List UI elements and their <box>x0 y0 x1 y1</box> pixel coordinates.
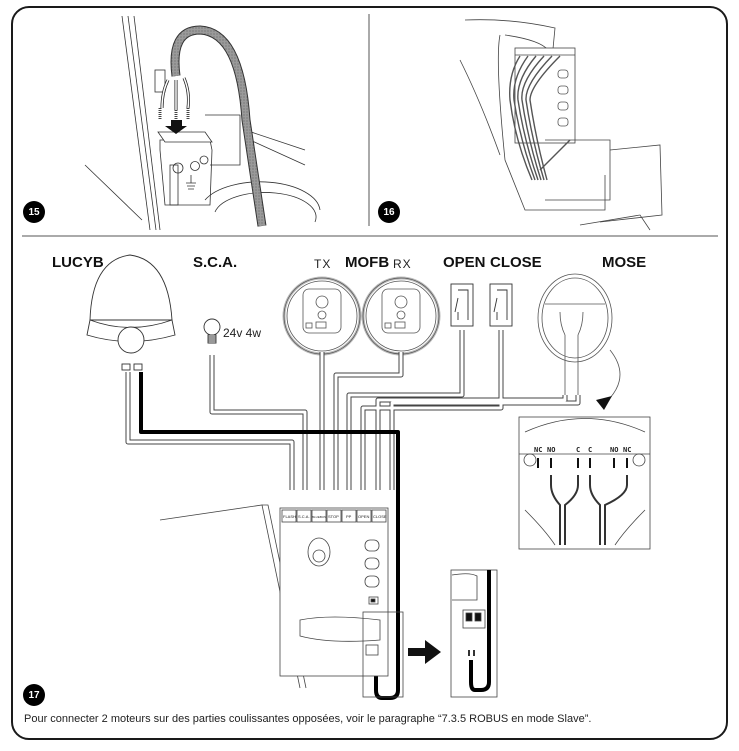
photocell-rx <box>361 276 441 356</box>
label-close: CLOSE <box>490 254 542 271</box>
label-sca-bulb: 24v 4w <box>223 326 262 340</box>
label-lucyb: LUCYB <box>52 254 104 271</box>
figure-badge-16: 16 <box>378 201 400 223</box>
label-open: OPEN <box>443 254 486 271</box>
power-cable <box>171 26 266 227</box>
lucyb-lamp <box>86 254 176 371</box>
close-switch <box>489 283 513 327</box>
open-switch <box>450 283 474 327</box>
power-cable-black <box>139 372 400 700</box>
photocell-tx <box>282 276 362 356</box>
board-zoom-detail <box>450 569 498 698</box>
mose-selector <box>537 273 621 410</box>
sca-bulb <box>203 318 221 344</box>
figure-badge-17: 17 <box>23 684 45 706</box>
label-tx: TX <box>314 257 332 271</box>
figure-15-illustration <box>84 15 321 231</box>
label-mofb: MOFB <box>345 254 390 271</box>
label-rx: RX <box>393 257 412 271</box>
cable-routing <box>125 330 581 700</box>
mose-detail <box>518 416 651 550</box>
page-frame <box>11 6 728 740</box>
figure-caption: Pour connecter 2 moteurs sur des parties… <box>24 713 592 725</box>
zoom-arrow-icon <box>408 640 441 664</box>
label-mose: MOSE <box>602 254 647 271</box>
figure-16-illustration <box>459 19 663 231</box>
figure-badge-15: 15 <box>23 201 45 223</box>
board-terminal-block <box>281 509 387 523</box>
control-board <box>159 504 404 698</box>
label-sca: S.C.A. <box>193 254 238 271</box>
